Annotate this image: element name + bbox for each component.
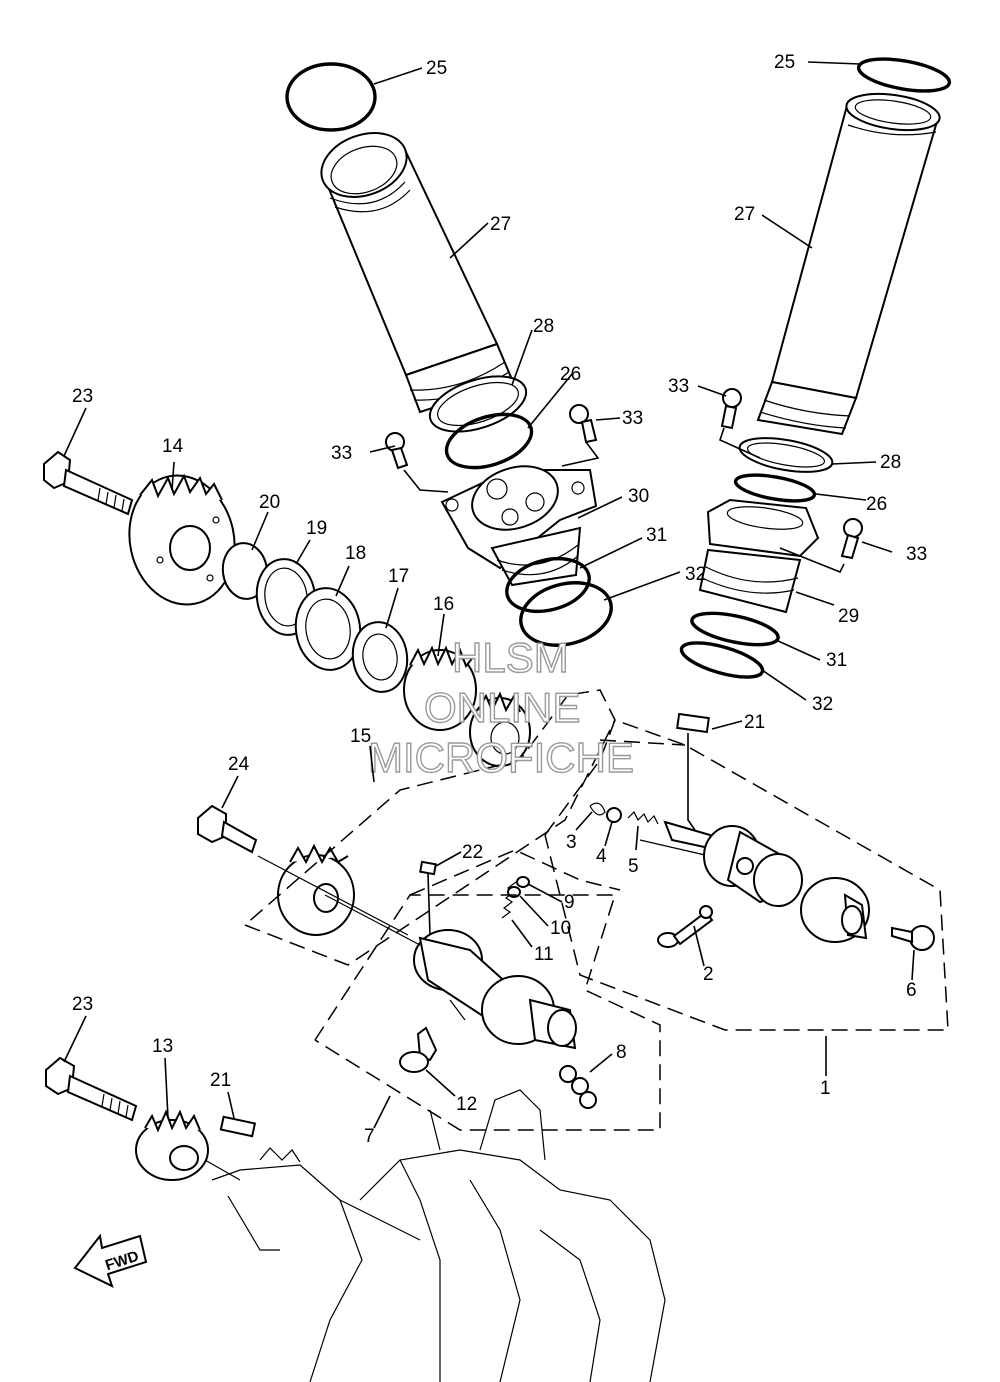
callout-28-left: 28 xyxy=(533,316,554,337)
callout-27-left: 27 xyxy=(490,214,511,235)
shaft-assembly-1 xyxy=(663,820,870,943)
callout-9: 9 xyxy=(564,892,575,913)
callout-20: 20 xyxy=(259,492,280,513)
housing-29 xyxy=(698,498,820,614)
callout-3: 3 xyxy=(566,832,577,853)
key-21-bottom xyxy=(219,1115,257,1138)
callout-32-right: 32 xyxy=(812,694,833,715)
callout-33-c: 33 xyxy=(668,376,689,397)
callout-29: 29 xyxy=(838,606,859,627)
o-ring-26-left xyxy=(444,412,534,470)
assembly-group-1-top xyxy=(599,739,686,746)
watermark-line-3: MICROFICHE xyxy=(368,734,634,781)
callout-12: 12 xyxy=(456,1094,477,1115)
key-21-top xyxy=(676,712,710,734)
key-22 xyxy=(419,860,437,876)
plug-8 xyxy=(559,1065,597,1109)
callout-16: 16 xyxy=(433,594,454,615)
assembly-group-15 xyxy=(244,689,616,966)
callout-26-right: 26 xyxy=(866,494,887,515)
bolt-33-d xyxy=(840,518,863,560)
bolt-23-bottom xyxy=(45,1056,138,1122)
o-ring-25-right xyxy=(856,57,952,93)
assembly-group-1 xyxy=(544,719,949,1031)
bolt-33-c xyxy=(720,388,742,430)
assembly-group-7-top xyxy=(409,849,621,896)
seal-28-right xyxy=(738,437,834,473)
callout-18: 18 xyxy=(345,543,366,564)
callout-21-top: 21 xyxy=(744,712,765,733)
clip-3 xyxy=(589,802,606,816)
callout-11: 11 xyxy=(534,944,554,965)
crankcase-outline xyxy=(211,1089,666,1382)
pin-9 xyxy=(516,876,530,888)
callout-33-a: 33 xyxy=(331,443,352,464)
seal-28-left xyxy=(428,375,528,433)
callout-31-left: 31 xyxy=(646,525,667,546)
callout-22: 22 xyxy=(462,842,483,863)
bolt-2 xyxy=(657,905,714,948)
callout-17: 17 xyxy=(388,566,409,587)
housing-30 xyxy=(440,465,598,587)
callout-33-b: 33 xyxy=(622,408,643,429)
o-ring-31-left xyxy=(505,557,591,613)
callout-13: 13 xyxy=(152,1036,173,1057)
callout-labels: 25 25 27 27 28 28 26 26 33 33 33 33 23 2… xyxy=(72,52,927,1147)
bolt-33-b xyxy=(569,404,598,444)
outer-tube-27-right xyxy=(756,92,941,436)
assembly-group-7 xyxy=(314,894,661,1131)
callout-30: 30 xyxy=(628,486,649,507)
watermark-line-1: HLSM xyxy=(452,634,569,681)
callout-2: 2 xyxy=(703,964,714,985)
o-ring-26-right xyxy=(733,473,817,503)
callout-24: 24 xyxy=(228,754,250,775)
bolt-24 xyxy=(197,804,258,854)
callout-23-top: 23 xyxy=(72,386,93,407)
callout-31-right: 31 xyxy=(826,650,847,671)
gear-15 xyxy=(277,843,355,936)
camshaft-assembly-7 xyxy=(399,929,577,1073)
o-ring-31-right xyxy=(690,611,780,647)
callout-10: 10 xyxy=(550,918,571,939)
callout-21-bottom: 21 xyxy=(210,1070,231,1091)
callout-28-right: 28 xyxy=(880,452,901,473)
bolt-23-top xyxy=(43,450,134,516)
callout-14: 14 xyxy=(162,436,184,457)
gear-14 xyxy=(128,473,236,606)
callout-25-left: 25 xyxy=(426,58,447,79)
callout-33-d: 33 xyxy=(906,544,927,565)
plug-6 xyxy=(891,925,935,951)
callout-27-right: 27 xyxy=(734,204,755,225)
watermark: HLSM ONLINE MICROFICHE xyxy=(367,633,634,781)
o-ring-32-left xyxy=(519,581,613,647)
callout-4: 4 xyxy=(596,846,607,867)
o-ring-32-right xyxy=(679,641,765,679)
callout-6: 6 xyxy=(906,980,917,1001)
callout-5: 5 xyxy=(628,856,639,877)
callout-19: 19 xyxy=(306,518,327,539)
washer-18 xyxy=(294,587,362,671)
callout-7: 7 xyxy=(364,1126,375,1147)
washer-4 xyxy=(606,807,622,823)
bolt-33-a xyxy=(385,432,409,470)
forward-arrow-icon: FWD xyxy=(73,1233,148,1288)
callout-1: 1 xyxy=(820,1078,831,1099)
callout-25-right: 25 xyxy=(774,52,795,73)
callout-15: 15 xyxy=(350,726,371,747)
gear-16 xyxy=(403,645,531,767)
callout-23-bottom: 23 xyxy=(72,994,93,1015)
outer-tube-27-left xyxy=(320,132,515,414)
spring-5 xyxy=(627,810,659,825)
callout-26-left: 26 xyxy=(560,364,581,385)
lock-washer-17 xyxy=(351,621,409,693)
o-ring-25-left xyxy=(285,62,377,132)
callout-32-left: 32 xyxy=(685,564,706,585)
watermark-line-2: ONLINE xyxy=(424,684,580,731)
callout-8: 8 xyxy=(616,1042,627,1063)
gear-13 xyxy=(135,1109,209,1181)
leader-lines xyxy=(63,61,915,1181)
